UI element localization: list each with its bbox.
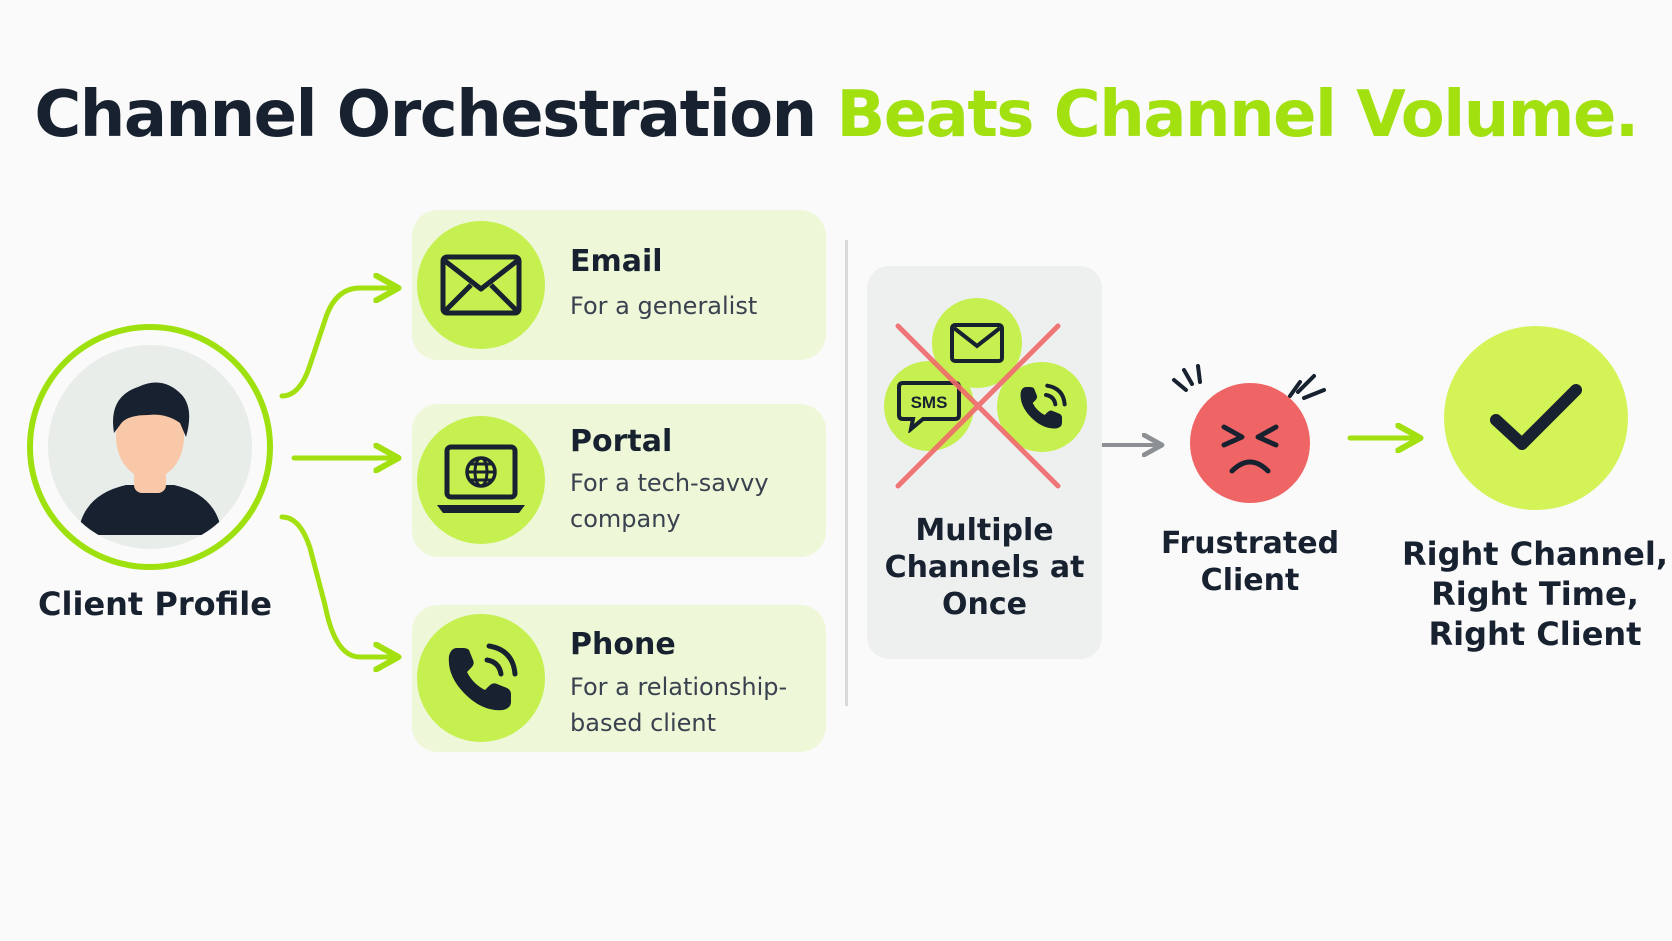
laptop-globe-icon bbox=[437, 444, 525, 513]
mini-sms-circle: SMS bbox=[884, 361, 974, 451]
section-divider bbox=[845, 240, 848, 706]
email-subtitle: For a generalist bbox=[570, 292, 758, 320]
title-part-accent: Beats Channel Volume. bbox=[836, 78, 1639, 152]
phone-subtitle: For a relationship-based client bbox=[570, 673, 788, 737]
portal-subtitle: For a tech-savvy company bbox=[570, 469, 769, 533]
arrow-to-phone bbox=[279, 514, 396, 657]
client-avatar bbox=[48, 345, 252, 549]
checkmark-icon bbox=[1490, 384, 1582, 450]
client-profile-label: Client Profile bbox=[38, 585, 272, 623]
email-card: Email For a generalist bbox=[412, 210, 826, 360]
sms-text: SMS bbox=[911, 393, 948, 412]
portal-icon-circle bbox=[417, 416, 545, 544]
right-channel-label: Right Channel, Right Time, Right Client bbox=[1402, 535, 1668, 653]
email-icon-circle bbox=[417, 221, 545, 349]
phone-card: Phone For a relationship-based client bbox=[412, 605, 826, 752]
mini-email-circle bbox=[932, 298, 1022, 388]
mini-phone-icon bbox=[1020, 383, 1067, 429]
person-icon bbox=[78, 382, 222, 535]
email-title: Email bbox=[570, 244, 663, 279]
angry-face-icon bbox=[1190, 383, 1310, 503]
envelope-icon bbox=[440, 254, 522, 316]
phone-icon bbox=[448, 643, 518, 711]
cross-out-icon bbox=[895, 323, 1061, 489]
title-part-dark: Channel Orchestration bbox=[34, 78, 817, 152]
check-circle bbox=[1444, 326, 1628, 510]
frustration-lines-icon bbox=[1172, 364, 1326, 400]
portal-title: Portal bbox=[570, 424, 673, 459]
portal-card: Portal For a tech-savvy company bbox=[412, 404, 826, 557]
page-title: Channel Orchestration Beats Channel Volu… bbox=[0, 78, 1672, 152]
phone-title: Phone bbox=[570, 627, 676, 662]
frustrated-client-label: Frustrated Client bbox=[1160, 526, 1340, 598]
multiple-channels-label: Multiple Channels at Once bbox=[884, 513, 1085, 622]
mini-envelope-icon bbox=[950, 323, 1004, 363]
phone-icon-circle bbox=[417, 614, 545, 742]
arrow-to-email bbox=[279, 288, 396, 399]
